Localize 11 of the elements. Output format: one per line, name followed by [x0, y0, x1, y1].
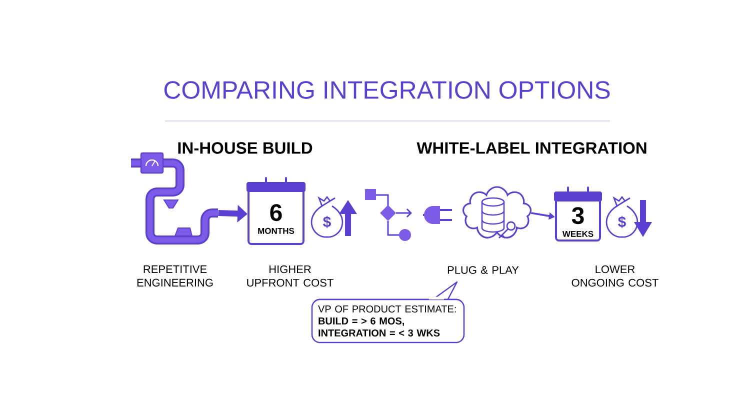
- section-heading: WHITE-LABEL INTEGRATION: [416, 142, 646, 154]
- pipe-drawing: [131, 152, 218, 244]
- section-heading: IN-HOUSE BUILD: [178, 142, 312, 154]
- flowchart-icon: [365, 189, 412, 241]
- caption: REPETITIVE ENGINEERING: [137, 265, 213, 287]
- plug-icon: [423, 206, 452, 224]
- cloud-database-icon: [462, 186, 532, 239]
- caption: HIGHER UPFRONT COST: [247, 265, 334, 287]
- title: COMPARING INTEGRATION OPTIONS: [164, 81, 610, 99]
- caption: PLUG & PLAY: [448, 266, 519, 274]
- caption: LOWER ONGOING COST: [572, 265, 658, 287]
